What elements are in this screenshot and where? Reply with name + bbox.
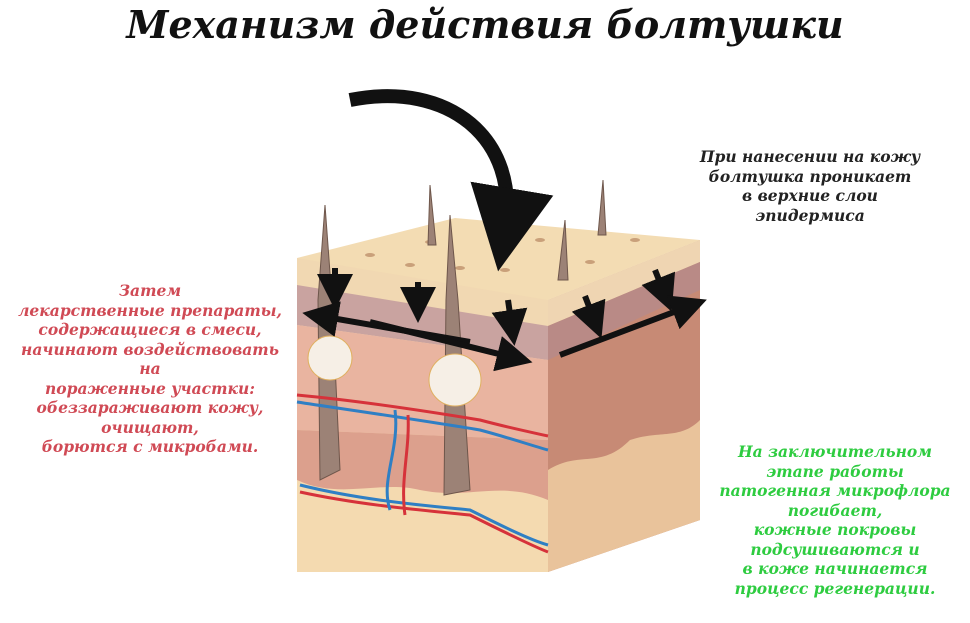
note-line: лекарственные препараты, (18, 300, 282, 320)
note-action: Затем лекарственные препараты, содержащи… (0, 281, 300, 457)
blood-vessels (296, 393, 549, 554)
diagram-title: Механизм действия болтушки (126, 2, 844, 47)
note-line: процесс регенерации. (734, 578, 936, 598)
note-line: начинают воздействовать (21, 339, 279, 359)
note-line: При нанесении на кожу (699, 147, 921, 166)
note-final-stage: На заключительном этапе работы патогенна… (700, 442, 970, 598)
note-line: Затем (118, 281, 182, 300)
note-line: этапе работы (766, 461, 904, 481)
note-line: подсушиваются и (750, 539, 920, 559)
big-curved-arrow (348, 89, 554, 272)
note-line: на (139, 359, 161, 378)
note-line: На заключительном (738, 442, 932, 461)
penetration-arrows (302, 89, 707, 372)
note-line: в верхние слои (742, 186, 878, 205)
note-line: борются с микробами. (41, 437, 259, 456)
note-application: При нанесении на кожу болтушка проникает… (680, 147, 940, 225)
note-line: содержащиеся в смеси, (38, 320, 262, 339)
note-line: патогенная микрофлора (719, 481, 951, 500)
note-line: болтушка проникает (708, 166, 912, 186)
note-line: очищают, (101, 417, 199, 437)
note-line: эпидермиса (755, 205, 865, 225)
note-line: кожные покровы (753, 520, 917, 539)
note-line: обеззараживают кожу, (36, 398, 264, 417)
sebaceous-glands (307, 335, 482, 407)
note-line: пораженные участки: (45, 378, 255, 398)
note-line: погибает, (787, 500, 883, 520)
note-line: в коже начинается (742, 559, 928, 578)
